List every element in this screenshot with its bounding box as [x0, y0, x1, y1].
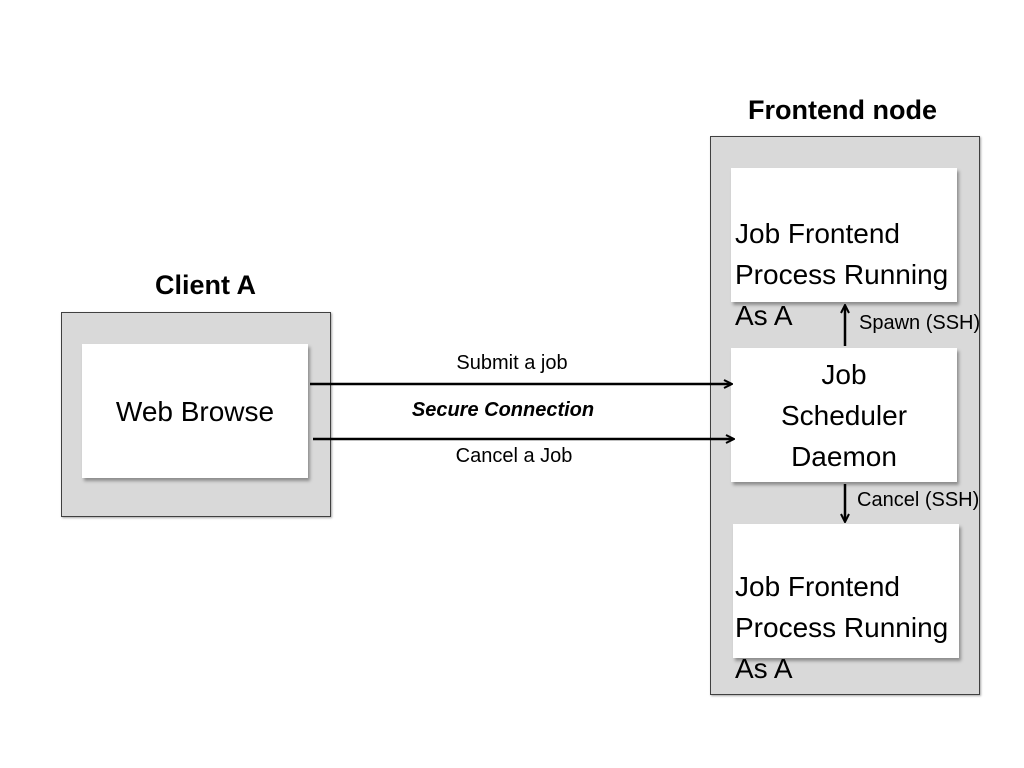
job-scheduler-label: Job Scheduler Daemon — [780, 358, 908, 472]
client-title: Client A — [155, 270, 256, 300]
job-frontend-bottom-label: Job Frontend Process Running As A — [735, 571, 949, 684]
cancel-ssh-label: Cancel (SSH) — [857, 489, 980, 511]
submit-job-label: Submit a job — [456, 352, 568, 374]
job-frontend-bottom-box: Job Frontend Process Running As A — [733, 524, 959, 684]
job-scheduler-box: Job Scheduler Daemon — [731, 348, 957, 482]
frontend-title: Frontend node — [748, 95, 937, 125]
web-browser-box: Web Browse — [82, 344, 308, 478]
job-frontend-top-box: Job Frontend Process Running As A — [731, 168, 957, 331]
web-browser-label: Web Browse — [115, 395, 275, 427]
job-frontend-top-label: Job Frontend Process Running As A — [735, 218, 949, 331]
spawn-label: Spawn (SSH) — [859, 312, 981, 334]
cancel-job-label: Cancel a Job — [455, 445, 573, 467]
secure-connection-label: Secure Connection — [411, 399, 595, 421]
